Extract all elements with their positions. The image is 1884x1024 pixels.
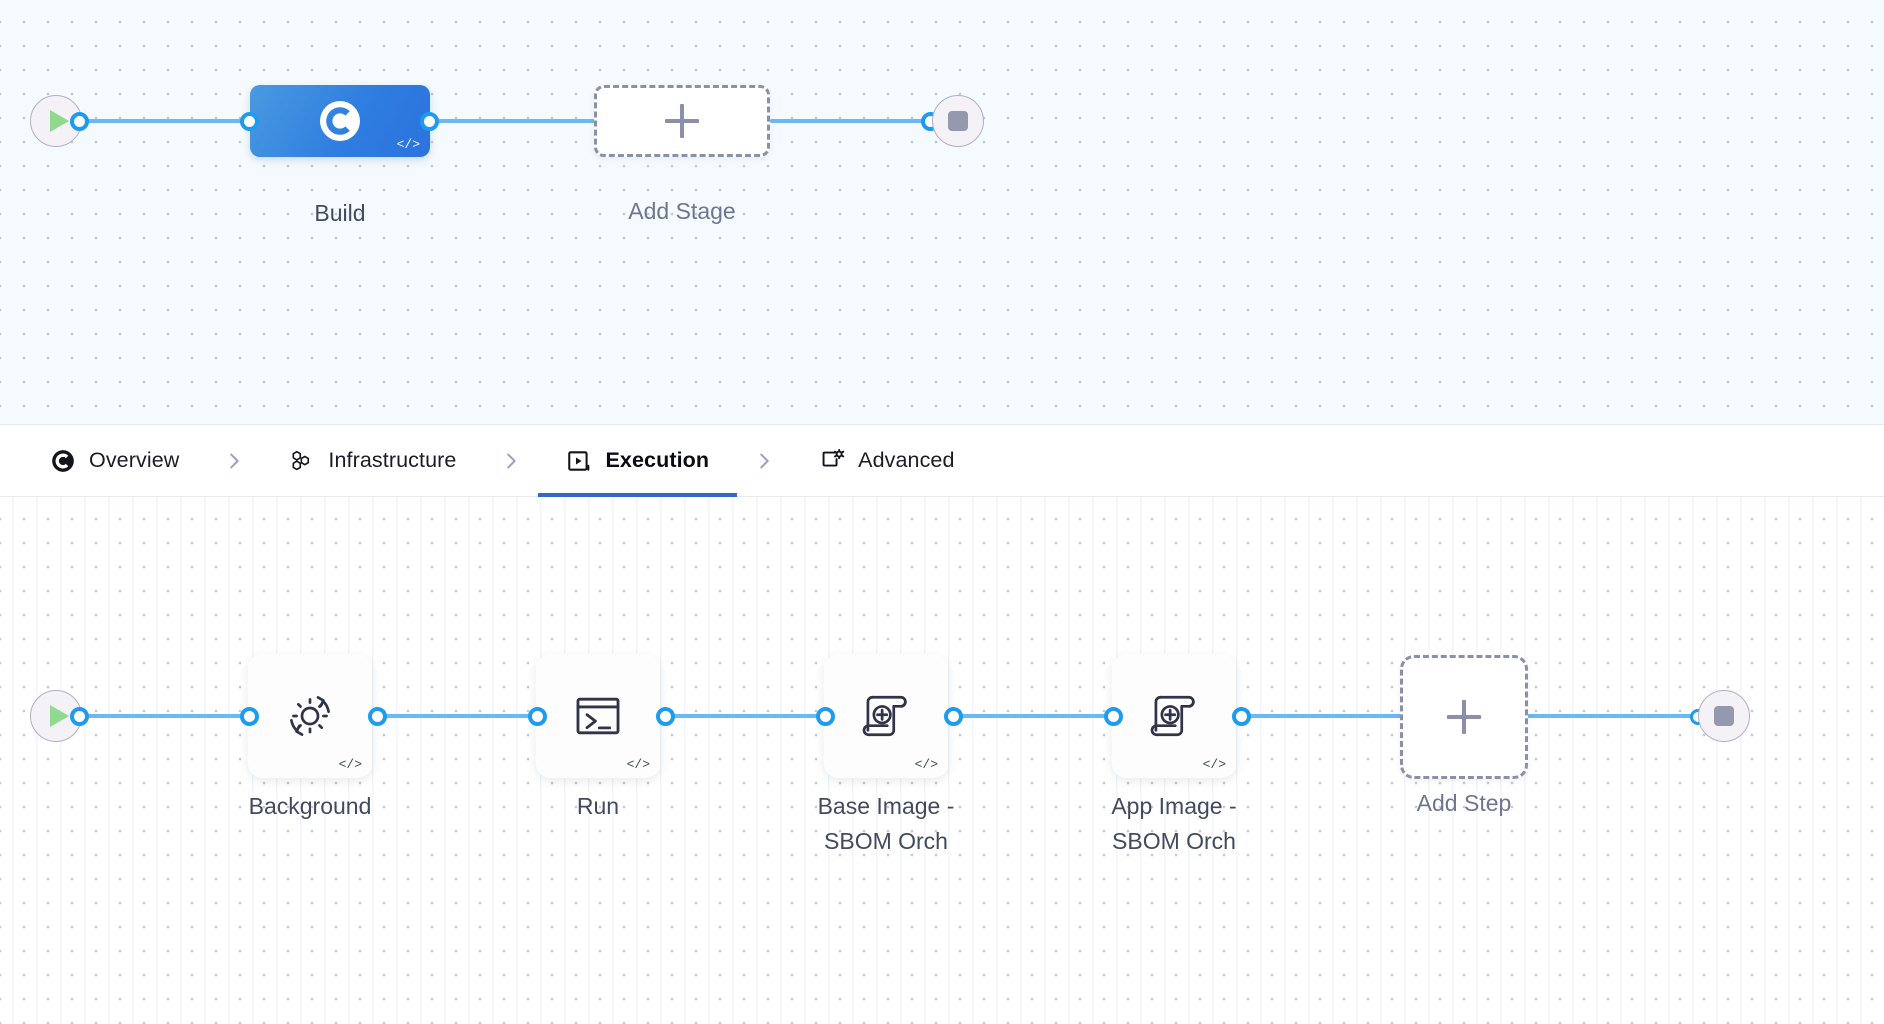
stage-port-start-out[interactable] [70,112,89,131]
code-badge: </> [1202,757,1226,772]
stage-link-build-add [420,119,600,123]
tab-separator [737,448,791,474]
step-label-app-image-sbom: App Image - SBOM Orch [1111,793,1237,854]
stage-link-start-build [70,119,255,123]
chevron-right-icon [760,453,769,468]
step-port-start-out[interactable] [70,707,89,726]
stage-label-build: Build [314,200,366,226]
tab-advanced[interactable]: Advanced [791,425,982,496]
tab-separator [484,448,538,474]
plus-icon [1447,700,1481,734]
execution-end-node[interactable] [1698,690,1750,742]
pipeline-end-node[interactable] [932,95,984,147]
step-port-base-image-out[interactable] [944,707,963,726]
step-port-background-out[interactable] [368,707,387,726]
tab-advanced-label: Advanced [858,448,955,472]
step-link-addstep-end [1527,714,1697,718]
step-node-run[interactable]: </> [536,654,660,778]
step-node-background[interactable]: </> [248,654,372,778]
step-port-run-in[interactable] [528,707,547,726]
add-step-label: Add Step [1416,790,1512,816]
stage-node-build[interactable]: </> [250,85,430,157]
code-badge: </> [396,137,420,152]
step-port-app-image-out[interactable] [1232,707,1251,726]
chevron-right-icon [230,453,240,468]
tab-infrastructure[interactable]: Infrastructure [261,425,484,496]
step-link-run-baseimage [656,714,836,718]
step-port-app-image-in[interactable] [1104,707,1123,726]
tab-execution-label: Execution [605,448,710,472]
sbom-scroll-icon [862,695,907,737]
gear-refresh-icon [290,696,330,736]
stage-canvas[interactable]: </> Build Add Stage [0,0,1884,424]
play-icon [30,95,82,147]
plus-icon [665,104,699,138]
code-badge: </> [914,757,938,772]
step-label-base-image-sbom: Base Image - SBOM Orch [817,793,955,854]
ci-overview-icon [52,449,74,472]
stop-icon [932,95,984,147]
step-link-appimage-addstep [1232,714,1412,718]
add-stage-label: Add Stage [628,198,736,224]
step-label-run: Run [576,793,620,819]
step-port-background-in[interactable] [240,707,259,726]
stage-port-build-in[interactable] [240,112,259,131]
stage-port-build-out[interactable] [420,112,439,131]
tab-infrastructure-label: Infrastructure [328,448,457,472]
step-link-baseimage-appimage [944,714,1124,718]
step-link-background-run [368,714,548,718]
step-label-background: Background [248,793,372,819]
ci-build-icon [320,101,360,141]
add-stage-node[interactable] [594,85,770,157]
tab-overview-label: Overview [89,448,180,472]
terminal-icon [576,697,620,735]
hexagons-icon [292,450,310,470]
step-node-app-image-sbom[interactable]: </> [1112,654,1236,778]
step-port-base-image-in[interactable] [816,707,835,726]
tab-execution[interactable]: Execution [538,425,737,497]
execution-step-canvas[interactable]: </> Background </> Run [0,497,1884,1024]
stage-link-add-end [770,119,950,123]
step-node-base-image-sbom[interactable]: </> [824,654,948,778]
tab-separator [207,448,261,474]
code-badge: </> [626,757,650,772]
step-port-run-out[interactable] [656,707,675,726]
stage-config-tabbar: Overview Infrastructure [0,424,1884,497]
pipeline-start-node[interactable] [30,95,82,147]
sbom-scroll-icon [1150,695,1195,737]
code-badge: </> [338,757,362,772]
step-link-start-background [70,714,255,718]
stop-icon [1698,690,1750,742]
add-step-node-box[interactable] [1400,655,1528,779]
chevron-right-icon [507,453,517,468]
box-gear-icon [822,448,845,467]
play-box-icon [568,450,590,471]
tab-overview[interactable]: Overview [22,425,207,496]
